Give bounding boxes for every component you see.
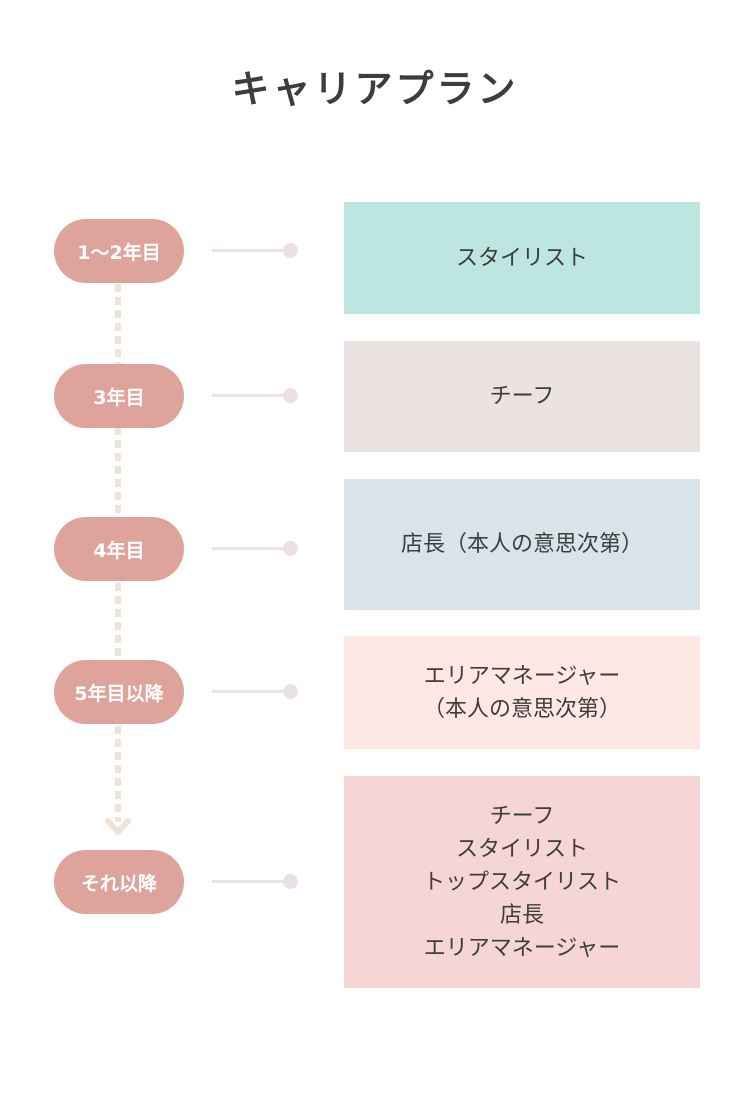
role-text: トップスタイリスト xyxy=(422,869,621,895)
role-text: （本人の意思次第） xyxy=(422,696,621,722)
stage-pill-label: 4年目 xyxy=(93,539,145,562)
role-text: 店長（本人の意思次第） xyxy=(400,532,643,557)
role-text: エリアマネージャー xyxy=(423,935,621,961)
role-box-2: チーフ xyxy=(344,341,700,452)
stage-pill-label: それ以降 xyxy=(80,872,157,895)
role-text: チーフ xyxy=(489,384,555,409)
role-text: 店長 xyxy=(499,902,544,928)
role-box-4: エリアマネージャー （本人の意思次第） xyxy=(344,636,700,749)
stage-pill-label: 1〜2年目 xyxy=(77,241,161,264)
role-text: チーフ xyxy=(489,803,555,829)
connector-3 xyxy=(212,541,298,556)
stage-pill-4: 5年目以降 xyxy=(54,660,184,724)
role-text: スタイリスト xyxy=(455,836,588,862)
stage-pill-label: 5年目以降 xyxy=(74,682,164,705)
stage-pill-5: それ以降 xyxy=(54,850,184,914)
role-box-5: チーフ スタイリスト トップスタイリスト 店長 エリアマネージャー xyxy=(344,776,700,988)
role-text: エリアマネージャー xyxy=(423,663,621,689)
page-title: キャリアプラン xyxy=(231,67,519,111)
stage-pill-label: 3年目 xyxy=(93,386,145,409)
role-box-3: 店長（本人の意思次第） xyxy=(344,479,700,610)
stage-pill-1: 1〜2年目 xyxy=(54,219,184,283)
connector-1 xyxy=(212,243,298,258)
connector-5 xyxy=(212,874,298,889)
stage-pill-3: 4年目 xyxy=(54,517,184,581)
connector-2 xyxy=(212,388,298,403)
connector-4 xyxy=(212,684,298,699)
role-box-1: スタイリスト xyxy=(344,202,700,314)
stage-pill-2: 3年目 xyxy=(54,364,184,428)
timeline-arrow-icon xyxy=(105,818,131,835)
role-text: スタイリスト xyxy=(455,245,588,271)
